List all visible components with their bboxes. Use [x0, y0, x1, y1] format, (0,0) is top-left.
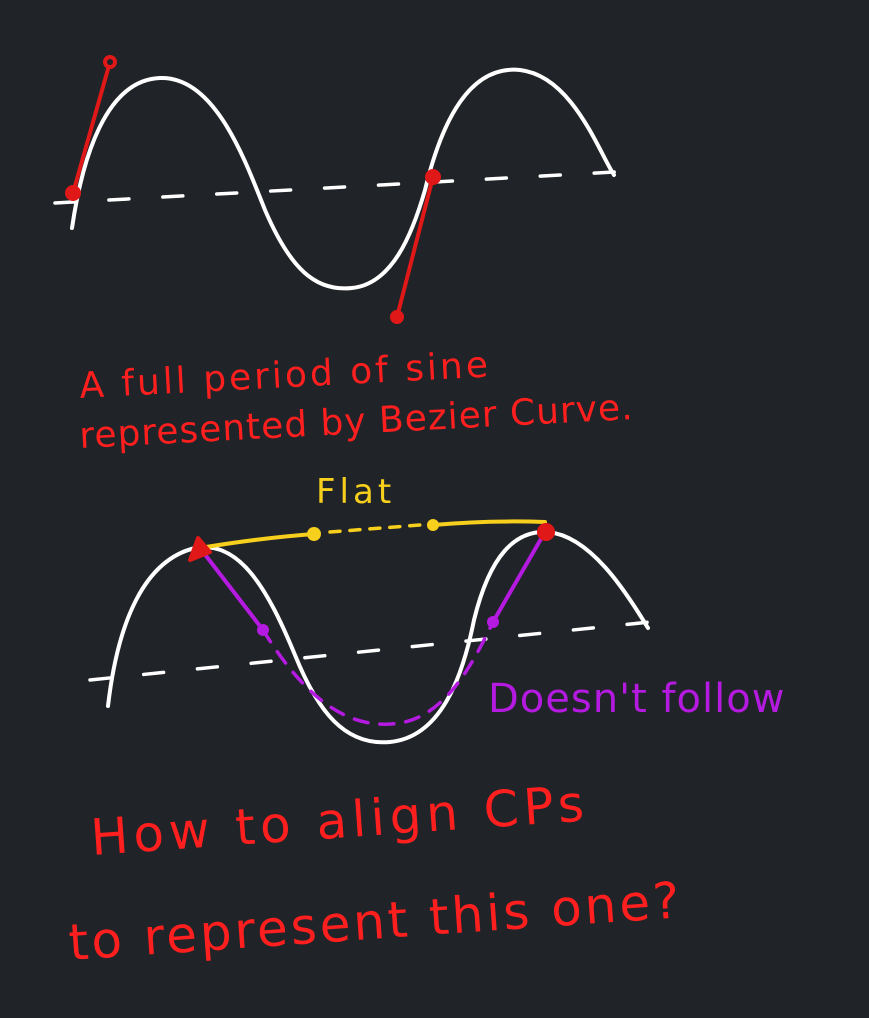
flat-control-point-left — [307, 527, 321, 541]
top-diagram — [53, 55, 617, 324]
purple-dashed-curve — [261, 620, 495, 726]
bottom-diagram — [88, 519, 652, 745]
top-dashed-axis — [53, 170, 617, 205]
top-left-anchor-point — [65, 185, 81, 201]
bottom-right-anchor-point — [537, 523, 555, 541]
bottom-dashed-axis — [88, 620, 652, 682]
flat-control-point-right — [427, 519, 439, 531]
flat-handle-left — [198, 532, 316, 550]
top-right-control-point — [390, 310, 404, 324]
top-left-control-point-inner — [107, 59, 113, 65]
bottom-left-anchor-point — [188, 536, 212, 562]
flat-handle-dashed — [328, 523, 422, 534]
doesnt-follow-label: Doesn't follow — [488, 676, 785, 722]
top-sine-curve — [70, 67, 616, 291]
flat-label: Flat — [316, 472, 395, 512]
top-left-control-handle — [71, 60, 112, 195]
top-right-control-handle — [395, 175, 435, 319]
purple-left-handle — [198, 546, 265, 632]
flat-handle-right — [431, 519, 547, 527]
purple-right-handle — [491, 530, 547, 624]
question-line-1: How to align CPs — [89, 774, 591, 867]
top-right-anchor-point — [425, 169, 441, 185]
question-line-2: to represent this one? — [67, 871, 685, 972]
